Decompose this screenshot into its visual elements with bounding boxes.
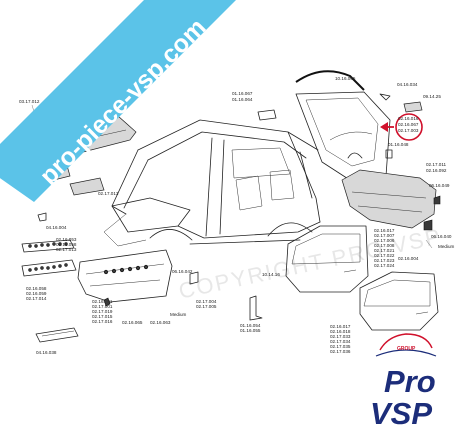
door-right xyxy=(359,271,439,331)
lower-grille xyxy=(21,259,77,277)
label-b-bracket-a: 01.16.054 xyxy=(240,323,261,328)
logo-bottom-word: VSP xyxy=(370,396,432,431)
rear-fix xyxy=(423,219,433,249)
label-fender-clip: 06.16.042 xyxy=(172,269,193,274)
rear-seal xyxy=(295,70,365,91)
label-door-right-a: 02.16.017 xyxy=(330,324,351,329)
label-seal-strip: 02.17.013 xyxy=(98,191,119,196)
label-fog-grille: 04.16.038 xyxy=(36,350,57,355)
watermark-banner: pro-piece-vsp.com xyxy=(0,0,236,202)
label-clip-left: 04.16.004 xyxy=(46,225,67,230)
provsp-logo: GROUP Pro VSP xyxy=(370,333,437,431)
label-grille-up-c: 02.17.013 xyxy=(56,247,77,252)
label-door-right-b: 02.16.018 xyxy=(330,329,351,334)
label-door-left-e: 02.17.021 xyxy=(374,248,395,253)
label-roof-bracket-b: 01.16.064 xyxy=(232,97,253,102)
label-door-left-h: 02.17.024 xyxy=(374,263,395,268)
label-rear-fix: 06.16.040 xyxy=(431,234,452,239)
body-shell xyxy=(103,119,321,247)
door-left xyxy=(285,225,369,293)
label-rear-bumper-a: 02.17.011 xyxy=(426,162,447,167)
logo-top-word: Pro xyxy=(384,364,436,399)
label-grille-up-a: 02.16.053 xyxy=(56,237,77,242)
label-bumper-a: 02.16.001 xyxy=(92,299,113,304)
logo-car-outline xyxy=(379,333,433,351)
label-door-left-b: 02.17.007 xyxy=(374,233,395,238)
label-door-left-d: 02.17.008 xyxy=(374,243,395,248)
hatch-lower-clip xyxy=(385,149,393,159)
label-bumper-d: 02.17.015 xyxy=(92,314,113,319)
bumper-clip xyxy=(103,297,111,307)
label-grille-lo-b: 02.16.059 xyxy=(26,291,47,296)
label-bumper-e: 02.17.016 xyxy=(92,319,113,324)
label-hood-side: 03.17.012 xyxy=(19,99,40,104)
hatch-clip xyxy=(379,93,391,101)
label-medium-2: Medium xyxy=(438,244,455,249)
label-hatch-small: 09.14.25 xyxy=(423,94,441,99)
label-sill: 10.14.16 xyxy=(262,272,280,277)
rear-bumper xyxy=(341,169,437,229)
label-hinge-a: 02.17.004 xyxy=(196,299,217,304)
label-rear-bumper-lower: 02.16.004 xyxy=(398,256,419,261)
label-door-right-e: 02.17.035 xyxy=(330,344,351,349)
label-door-right-d: 02.17.034 xyxy=(330,339,351,344)
logo-group-text: GROUP xyxy=(397,346,416,352)
rear-hatch xyxy=(295,91,391,185)
label-rear-seal: 10.16.005 xyxy=(335,76,356,81)
label-grille-up-b: 02.16.058 xyxy=(56,242,77,247)
label-door-left-g: 02.17.023 xyxy=(374,258,395,263)
fog-grille xyxy=(35,327,79,343)
front-bumper xyxy=(77,249,173,303)
label-bumper-clip: 02.16.065 xyxy=(122,320,143,325)
label-b-bracket-b: 01.16.055 xyxy=(240,328,261,333)
label-bumper-c: 02.17.019 xyxy=(92,309,113,314)
label-door-right-c: 02.17.033 xyxy=(330,334,351,339)
label-roof-bracket-a: 01.16.067 xyxy=(232,91,253,96)
label-rear-clip: 06.16.049 xyxy=(429,183,450,188)
upper-grille xyxy=(21,239,75,253)
label-grille-lo-c: 02.17.014 xyxy=(26,296,47,301)
label-grille-lo-a: 02.16.058 xyxy=(26,286,47,291)
highlight-arrowhead xyxy=(380,122,388,132)
rear-clip xyxy=(433,195,441,205)
highlight-circle xyxy=(395,113,423,141)
label-hatch-main-a: 02.16.016 xyxy=(398,116,419,121)
label-hatch-lower: 01.16.048 xyxy=(388,142,409,147)
label-medium-1: Medium xyxy=(170,312,187,317)
label-door-left-c: 02.17.006 xyxy=(374,238,395,243)
clip-left xyxy=(37,212,47,222)
label-hinge-b: 02.17.005 xyxy=(196,304,217,309)
label-hatch-main-c: 02.17.003 xyxy=(398,128,419,133)
hatch-small-part xyxy=(403,101,423,113)
label-bumper-right: 02.16.063 xyxy=(150,320,171,325)
label-door-left-a: 02.16.017 xyxy=(374,228,395,233)
roof-bracket xyxy=(257,109,277,121)
label-bumper-b: 02.17.001 xyxy=(92,304,113,309)
logo-car-base xyxy=(375,349,437,357)
label-rear-bumper-b: 02.16.092 xyxy=(426,168,447,173)
b-pillar-bracket xyxy=(249,295,263,321)
label-door-right-f: 02.17.036 xyxy=(330,349,351,354)
label-hatch-clip: 04.16.034 xyxy=(397,82,418,87)
label-hatch-main-b: 02.16.067 xyxy=(398,122,419,127)
label-door-left-f: 02.17.022 xyxy=(374,253,395,258)
hinge-center xyxy=(189,271,199,285)
